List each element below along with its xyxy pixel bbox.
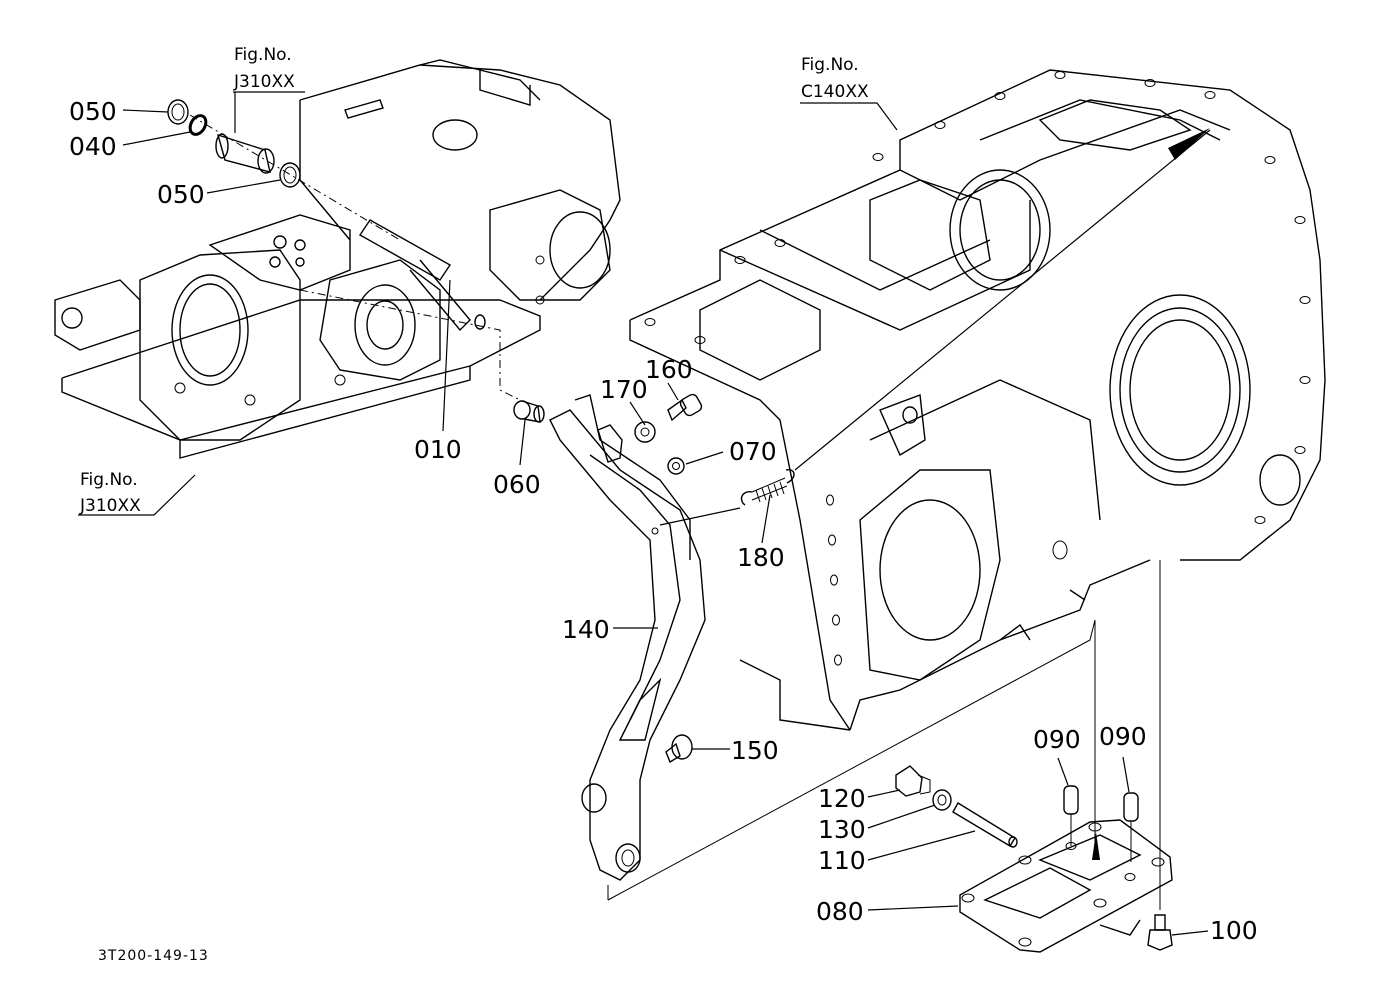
plug-120 (895, 765, 931, 797)
fig-ref-title: Fig.No. (234, 45, 292, 65)
pin-110 (952, 802, 1018, 848)
callout-040: 040 (69, 132, 117, 161)
callout-180: 180 (737, 543, 785, 572)
assembly-line (607, 619, 1096, 901)
lever-140 (549, 394, 741, 881)
nut-070 (667, 457, 685, 475)
fig-ref-code: J310XX (79, 496, 141, 516)
fig-ref-title: Fig.No. (80, 470, 138, 490)
bolt-100 (1147, 914, 1173, 951)
fig-ref-code: C140XX (801, 82, 869, 102)
callout-110: 110 (818, 846, 866, 875)
drawing-code: 3T200-149-13 (98, 948, 209, 964)
snap-ring-050-outer (167, 99, 189, 125)
callout-060: 060 (493, 470, 541, 499)
callout-130: 130 (818, 815, 866, 844)
callout-160: 160 (645, 355, 693, 384)
callout-010: 010 (414, 435, 462, 464)
callout-050: 050 (157, 180, 205, 209)
stud-150 (665, 734, 693, 764)
left-housing-assembly (54, 59, 621, 459)
cover-080 (959, 819, 1173, 953)
nut-170 (634, 421, 656, 443)
callout-120: 120 (818, 784, 866, 813)
callout-150: 150 (731, 736, 779, 765)
fig-ref-title: Fig.No. (801, 55, 859, 75)
callout-050: 050 (69, 97, 117, 126)
callout-090: 090 (1099, 722, 1147, 751)
part-callouts: 050 040 050 010 060 170 160 070 180 140 … (69, 97, 1258, 945)
dowel-pin-090-left (1063, 785, 1079, 846)
sleeve (215, 133, 275, 174)
callout-100: 100 (1210, 916, 1258, 945)
callout-170: 170 (600, 375, 648, 404)
snap-ring-050-inner (279, 162, 301, 188)
transmission-case (629, 69, 1326, 731)
spring-180 (740, 469, 795, 506)
callout-070: 070 (729, 437, 777, 466)
bushing-060 (513, 400, 545, 423)
figure-references: Fig.No. J310XX Fig.No. J310XX Fig.No. C1… (79, 45, 869, 516)
bolt-160 (667, 393, 703, 422)
o-ring-040 (188, 114, 208, 136)
washer-130 (932, 789, 952, 811)
callout-140: 140 (562, 615, 610, 644)
callout-090: 090 (1033, 725, 1081, 754)
leader-lines (78, 91, 1209, 936)
fig-ref-code: J310XX (233, 72, 295, 92)
callout-080: 080 (816, 897, 864, 926)
